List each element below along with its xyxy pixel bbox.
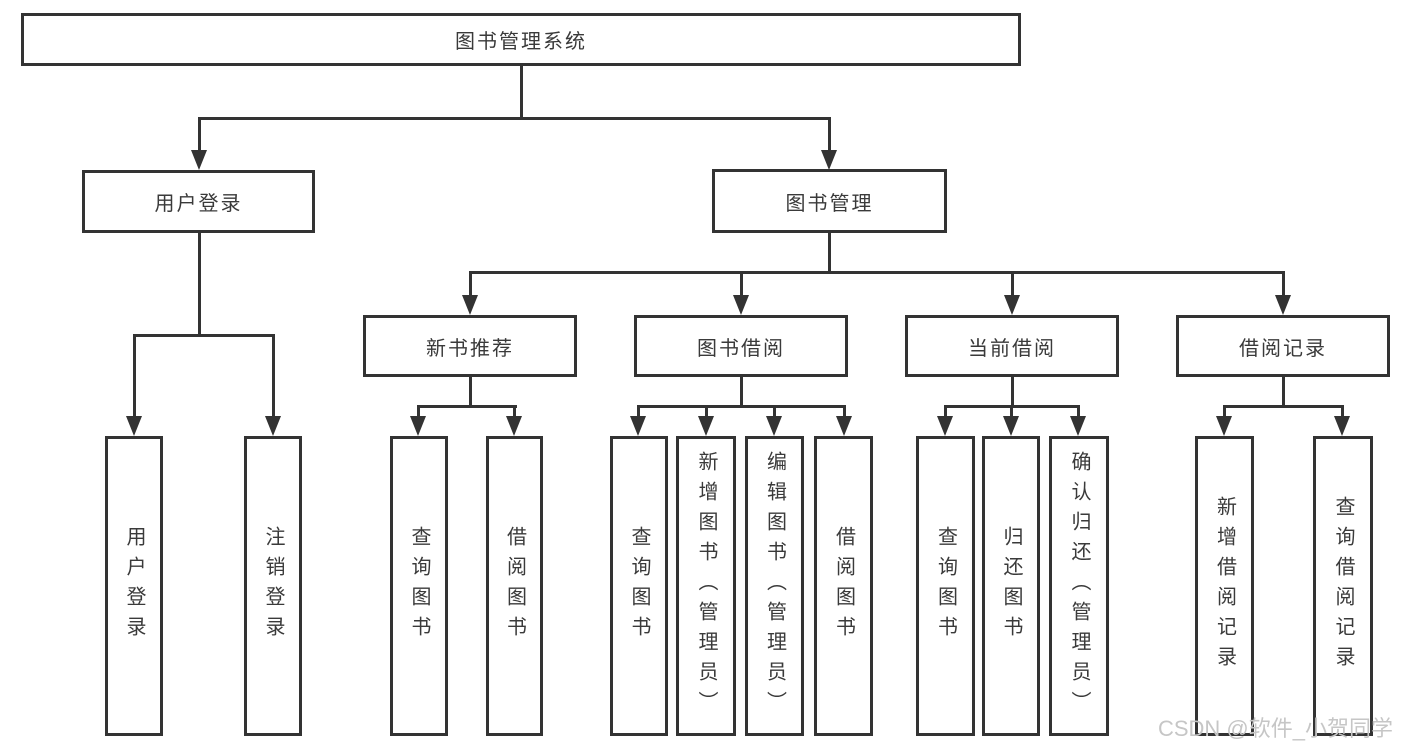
connector-borrow-records-rail	[1223, 405, 1344, 408]
connector-arrow-stem-leaf-logout	[272, 334, 275, 420]
leaf-edit-book-admin-label: 编辑图书（管理员）	[763, 451, 786, 721]
leaf-query-books-1: 查询图书	[390, 436, 448, 736]
connector-new-book-stem	[469, 377, 472, 408]
connector-book-management-stem	[828, 233, 831, 274]
leaf-confirm-return-admin: 确认归还（管理员）	[1049, 436, 1109, 736]
arrowhead-br-query	[1334, 416, 1350, 436]
arrowhead-book-borrow	[733, 295, 749, 315]
connector-arrow-stem-br-query	[1341, 405, 1344, 420]
leaf-add-borrow-record-label: 新增借阅记录	[1213, 496, 1236, 676]
node-borrow-records: 借阅记录	[1176, 315, 1390, 377]
connector-book-management-rail	[469, 271, 1284, 274]
arrowhead-current-borrow	[1004, 295, 1020, 315]
leaf-borrow-books-2-label: 借阅图书	[832, 526, 855, 646]
leaf-query-books-3: 查询图书	[916, 436, 975, 736]
leaf-borrow-books-1-label: 借阅图书	[503, 526, 526, 646]
leaf-query-books-2-label: 查询图书	[628, 526, 650, 646]
leaf-query-books-2: 查询图书	[610, 436, 668, 736]
leaf-logout-label: 注销登录	[262, 526, 284, 646]
connector-arrow-stem-cb-return	[1010, 405, 1013, 420]
node-borrow-records-label: 借阅记录	[1239, 337, 1327, 360]
connector-root-rail	[198, 117, 831, 120]
arrowhead-user-login	[191, 150, 207, 170]
connector-user-login-rail	[133, 334, 274, 337]
arrowhead-bb-add	[698, 416, 714, 436]
node-user-login-label: 用户登录	[154, 193, 243, 215]
leaf-return-book-label: 归还图书	[1000, 526, 1022, 646]
arrowhead-br-add	[1216, 416, 1232, 436]
leaf-return-book: 归还图书	[982, 436, 1040, 736]
connector-arrow-stem-new-book	[469, 271, 472, 298]
connector-arrow-stem-book-management	[828, 117, 831, 152]
arrowhead-nb-query	[410, 416, 426, 436]
arrowhead-cb-return	[1003, 416, 1019, 436]
node-book-borrow: 图书借阅	[634, 315, 848, 377]
leaf-confirm-return-admin-label: 确认归还（管理员）	[1068, 451, 1090, 721]
leaf-user-login-label: 用户登录	[123, 526, 145, 646]
node-current-borrow-label: 当前借阅	[968, 337, 1056, 360]
node-user-login: 用户登录	[82, 170, 315, 233]
connector-root-stem	[520, 66, 523, 119]
connector-arrow-stem-user-login	[198, 117, 201, 152]
connector-arrow-stem-borrow-records	[1282, 271, 1285, 298]
arrowhead-borrow-records	[1275, 295, 1291, 315]
node-current-borrow: 当前借阅	[905, 315, 1119, 377]
arrowhead-leaf-logout	[265, 416, 281, 436]
node-new-book-recommend: 新书推荐	[363, 315, 577, 377]
connector-arrow-stem-current-borrow	[1011, 271, 1014, 298]
arrowhead-cb-query	[937, 416, 953, 436]
connector-book-borrow-rail	[637, 405, 846, 408]
csdn-watermark: CSDN @软件_小贺同学	[1157, 716, 1393, 741]
connector-arrow-stem-nb-borrow	[513, 405, 516, 420]
node-library-system-label: 图书管理系统	[455, 31, 587, 53]
connector-book-borrow-stem	[740, 377, 743, 408]
leaf-user-login: 用户登录	[105, 436, 163, 736]
connector-current-borrow-stem	[1011, 377, 1014, 408]
leaf-query-borrow-record-label: 查询借阅记录	[1332, 496, 1354, 676]
leaf-borrow-books-2: 借阅图书	[814, 436, 873, 736]
node-new-book-recommend-label: 新书推荐	[426, 337, 514, 360]
connector-arrow-stem-bb-borrow	[843, 405, 846, 420]
arrowhead-book-management	[821, 150, 837, 170]
leaf-borrow-books-1: 借阅图书	[486, 436, 543, 736]
arrowhead-leaf-user-login	[126, 416, 142, 436]
connector-arrow-stem-book-borrow	[740, 271, 743, 298]
arrowhead-new-book	[462, 295, 478, 315]
leaf-add-book-admin-label: 新增图书（管理员）	[695, 451, 717, 721]
connector-arrow-stem-bb-edit	[773, 405, 776, 420]
leaf-edit-book-admin: 编辑图书（管理员）	[745, 436, 804, 736]
connector-user-login-stem	[198, 233, 201, 337]
arrowhead-bb-edit	[766, 416, 782, 436]
connector-arrow-stem-nb-query	[417, 405, 420, 420]
leaf-add-book-admin: 新增图书（管理员）	[676, 436, 736, 736]
node-library-system: 图书管理系统	[21, 13, 1021, 66]
connector-arrow-stem-bb-add	[705, 405, 708, 420]
arrowhead-nb-borrow	[506, 416, 522, 436]
connector-arrow-stem-cb-confirm	[1077, 405, 1080, 420]
leaf-logout: 注销登录	[244, 436, 302, 736]
connector-borrow-records-stem	[1282, 377, 1285, 408]
node-book-borrow-label: 图书借阅	[697, 337, 785, 360]
arrowhead-bb-borrow	[836, 416, 852, 436]
connector-arrow-stem-cb-query	[944, 405, 947, 420]
connector-arrow-stem-leaf-user-login	[133, 334, 136, 420]
leaf-add-borrow-record: 新增借阅记录	[1195, 436, 1254, 736]
arrowhead-cb-confirm	[1070, 416, 1086, 436]
connector-new-book-rail	[417, 405, 517, 408]
arrowhead-bb-query	[630, 416, 646, 436]
connector-arrow-stem-bb-query	[637, 405, 640, 420]
connector-arrow-stem-br-add	[1223, 405, 1226, 420]
leaf-query-books-1-label: 查询图书	[408, 526, 430, 646]
leaf-query-borrow-record: 查询借阅记录	[1313, 436, 1373, 736]
node-book-management-label: 图书管理	[785, 192, 874, 215]
node-book-management: 图书管理	[712, 169, 947, 233]
leaf-query-books-3-label: 查询图书	[934, 526, 957, 646]
